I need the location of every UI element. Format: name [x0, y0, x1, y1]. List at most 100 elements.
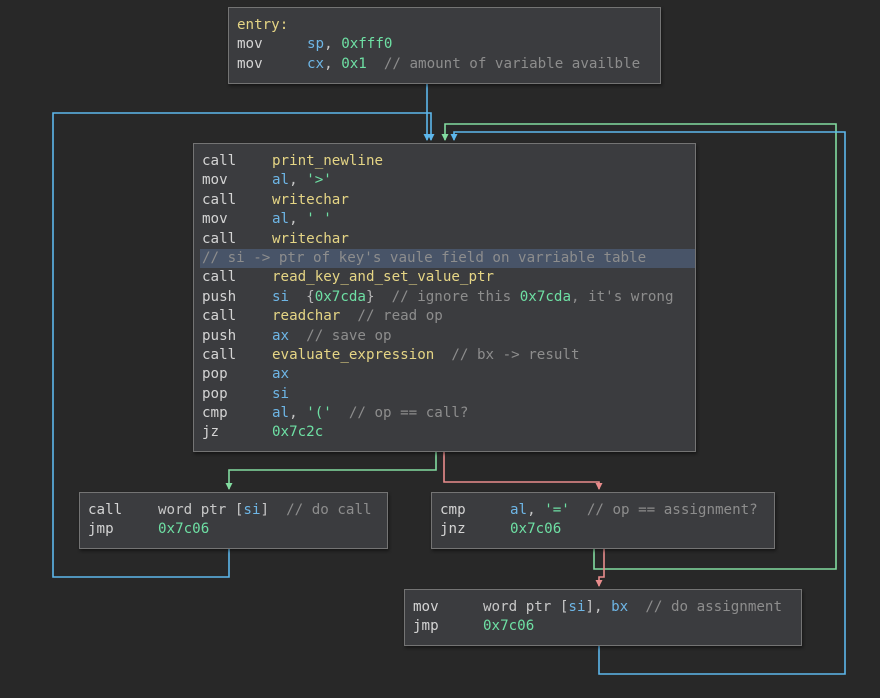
mnemonic: push	[202, 327, 237, 344]
code-line[interactable]: mov al, ' '	[202, 210, 695, 229]
code-line[interactable]: call writechar	[202, 191, 695, 210]
edge-arrowhead	[450, 134, 458, 141]
code-line[interactable]: call read_key_and_set_value_ptr	[202, 268, 695, 287]
comment: // save op	[289, 327, 392, 344]
comment: // amount of variable availble	[366, 55, 641, 72]
comment: // read op	[340, 308, 443, 325]
code-line[interactable]: jz 0x7c2c	[202, 423, 695, 442]
symbol[interactable]: read_key_and_set_value_ptr	[272, 269, 495, 286]
symbol[interactable]: writechar	[272, 191, 349, 208]
operand-text: ],	[585, 599, 612, 615]
register: al	[272, 211, 290, 228]
number[interactable]: 0x7cda	[314, 288, 366, 305]
mnemonic: call	[88, 502, 123, 518]
highlighted-line[interactable]: // si -> ptr of key's vaule field on var…	[200, 248, 695, 269]
register: ax	[272, 366, 290, 383]
edge-arrowhead	[595, 580, 603, 587]
edge-do_call-to-loop	[52, 112, 432, 578]
mnemonic: call	[202, 153, 237, 169]
char-literal: ' '	[306, 211, 332, 228]
number[interactable]: 0x7c06	[158, 521, 210, 538]
edge-loop-to-do_call	[228, 452, 437, 489]
edge-check_assign-to-loop	[444, 123, 837, 570]
code-line[interactable]: mov sp, 0xfff0	[237, 35, 660, 54]
mnemonic: pop	[202, 385, 228, 402]
edge-arrowhead	[427, 134, 435, 141]
register: al	[272, 172, 290, 189]
code-line[interactable]: call print_newline	[202, 152, 695, 171]
number[interactable]: 0x7c06	[483, 618, 535, 635]
register: ax	[272, 327, 290, 344]
code-line[interactable]: pop si	[202, 385, 695, 404]
comment: // si -> ptr of key's vaule field on var…	[202, 249, 647, 266]
mnemonic: call	[202, 191, 237, 208]
symbol[interactable]: entry:	[237, 17, 289, 33]
char-literal: '='	[544, 502, 570, 518]
symbol[interactable]: print_newline	[272, 153, 384, 169]
brace: {	[289, 288, 315, 305]
operand-text: ,	[289, 172, 307, 189]
mnemonic: jz	[202, 424, 220, 441]
operand-text: ,	[527, 502, 545, 518]
mnemonic: cmp	[202, 405, 228, 422]
mnemonic: cmp	[440, 502, 466, 518]
char-literal: '('	[306, 405, 332, 422]
register: cx	[307, 55, 325, 72]
mnemonic: mov	[202, 211, 228, 228]
code-line[interactable]: jmp 0x7c06	[413, 617, 801, 636]
edge-arrowhead	[225, 483, 233, 490]
mnemonic: jmp	[413, 618, 439, 635]
symbol[interactable]: writechar	[272, 230, 349, 247]
mnemonic: mov	[413, 599, 439, 615]
comment: // do call	[269, 502, 372, 518]
number[interactable]: 0xfff0	[341, 36, 393, 53]
number[interactable]: 0x1	[341, 55, 367, 72]
symbol[interactable]: evaluate_expression	[272, 346, 435, 363]
register: bx	[611, 599, 629, 615]
register: sp	[307, 36, 325, 53]
edge-do_assign-to-loop	[453, 131, 846, 675]
register: si	[272, 385, 290, 402]
number[interactable]: 0x7cda	[519, 288, 571, 305]
comment: // do assignment	[628, 599, 782, 615]
register: si	[243, 502, 261, 518]
comment: , it's wrong	[570, 288, 674, 305]
symbol[interactable]: readchar	[272, 308, 341, 325]
operand-text: ,	[289, 211, 307, 228]
mnemonic: mov	[237, 36, 263, 53]
operand-text: word ptr [	[158, 502, 244, 518]
code-line[interactable]: entry:	[237, 16, 660, 35]
operand-text: ,	[324, 55, 342, 72]
number[interactable]: 0x7c06	[510, 521, 562, 538]
number[interactable]: 0x7c2c	[272, 424, 324, 441]
comment: // op == assignment?	[569, 502, 758, 518]
char-literal: '>'	[306, 172, 332, 189]
register: si	[568, 599, 586, 615]
code-line[interactable]: push ax // save op	[202, 327, 695, 346]
mnemonic: push	[202, 288, 237, 305]
mnemonic: call	[202, 269, 237, 286]
edge-arrowhead	[441, 134, 449, 141]
edge-arrowhead	[595, 483, 603, 490]
operand-text: ,	[289, 405, 307, 422]
operand-text: ,	[324, 36, 342, 53]
